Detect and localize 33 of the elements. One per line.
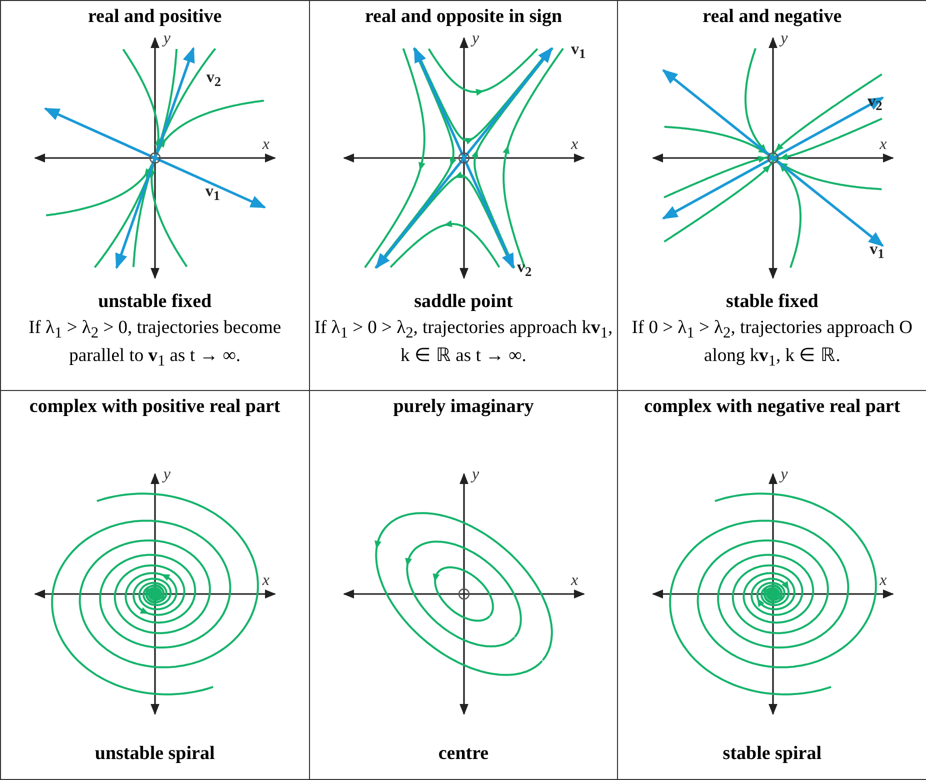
axis-label: x (570, 137, 578, 153)
axis-label: y (163, 467, 170, 483)
description-text: If λ$_{1}$ > 0 > λ$_{2}$, trajectories approach kv$_{1}$, k ∈ ℝ as t → ∞. (314, 317, 614, 368)
vector-label: v$_{1}$ (870, 241, 884, 264)
vector-label: v$_{2}$ (206, 69, 221, 92)
cell-heading: real and negative (702, 5, 843, 28)
cell-heading: complex with positive real part (28, 395, 282, 418)
cell-heading: purely imaginary (392, 395, 535, 418)
axis-label: x (880, 573, 887, 589)
vector-label: v$_{1}$ (205, 183, 220, 206)
portrait-name: stable fixed (724, 291, 820, 313)
axis-label: y (163, 31, 170, 47)
portrait-name: stable spiral (722, 743, 822, 765)
vector-label: v$_{2}$ (868, 93, 882, 116)
portrait-name: centre (437, 743, 490, 765)
axis-label: x (880, 137, 887, 153)
vector-label: v$_{1}$ (570, 41, 586, 64)
description-text: If 0 > λ$_{1}$ > λ$_{2}$, trajectories approach O along kv$_{1}$, k ∈ ℝ. (630, 317, 914, 372)
axis-label: y (472, 467, 480, 483)
portrait-name: saddle point (413, 291, 514, 313)
axis-label: x (262, 137, 270, 153)
axis-label: x (570, 573, 578, 589)
axis-label: y (780, 31, 788, 47)
description-text: If λ$_{1}$ > λ$_{2}$ > 0, trajectories become parallel to v$_{1}$ as t → ∞. (28, 317, 282, 372)
axis-label: x (262, 573, 270, 589)
vector-label: v$_{2}$ (516, 259, 532, 282)
cell-heading: complex with negative real part (643, 395, 902, 418)
axis-label: y (780, 467, 788, 483)
cell-heading: real and positive (86, 5, 223, 28)
portrait-name: unstable fixed (97, 291, 213, 313)
cell-heading: real and opposite in sign (364, 5, 564, 28)
portrait-name: unstable spiral (94, 743, 216, 765)
axis-label: y (472, 31, 480, 47)
